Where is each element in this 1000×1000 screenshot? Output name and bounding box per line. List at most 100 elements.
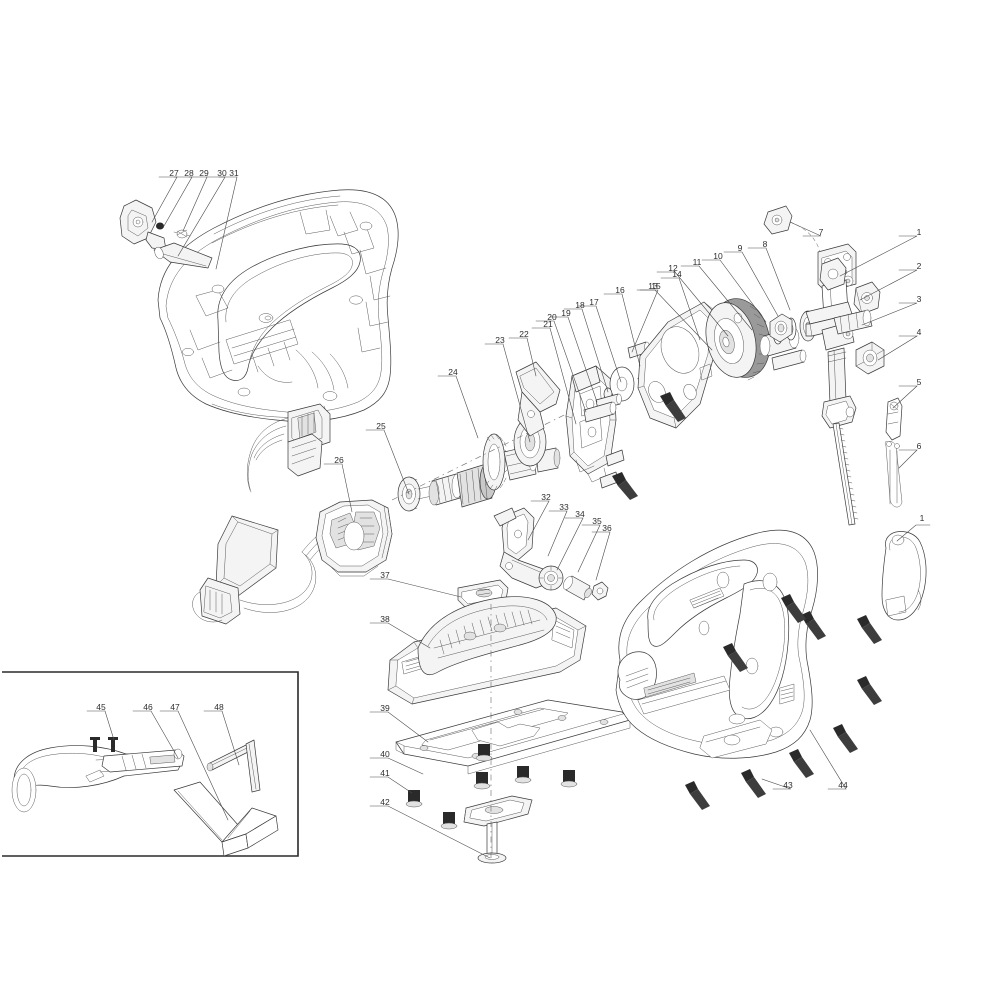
- callout-label-40: 40: [380, 749, 390, 759]
- callout-label-32: 32: [541, 492, 551, 502]
- leader-line-25: [365, 429, 410, 495]
- leader-line-38: [369, 622, 431, 649]
- callout-label-8: 8: [763, 239, 768, 249]
- leader-line-28: [163, 176, 193, 227]
- callout-44: 44: [809, 729, 848, 790]
- callout-label-6: 6: [917, 441, 922, 451]
- leader-line-26: [323, 463, 353, 513]
- callout-39: 39: [369, 703, 429, 743]
- leader-line-47: [159, 710, 229, 821]
- roller-lever-assembly: [119, 199, 213, 269]
- callout-label-19: 19: [561, 308, 571, 318]
- callout-label-10: 10: [713, 251, 723, 261]
- housing-screw-2: [801, 611, 826, 640]
- callout-label-3: 3: [917, 294, 922, 304]
- callout-3: 3: [861, 294, 922, 326]
- leader-line-31: [215, 176, 238, 270]
- leader-line-20: [535, 320, 587, 413]
- callout-label-34: 34: [575, 509, 585, 519]
- leader-line-1: [839, 235, 918, 277]
- callout-1: 1: [839, 227, 922, 277]
- callout-label-13: 13: [648, 281, 658, 291]
- housing-screw-9: [781, 594, 806, 623]
- leader-line-11: [680, 265, 753, 331]
- blade-clamp-plate: [763, 205, 793, 235]
- callout-2: 2: [859, 261, 922, 301]
- callout-label-15: 15: [651, 281, 661, 291]
- callout-layer: 1234567891011121314151617181920212223242…: [86, 168, 922, 859]
- leader-line-2: [859, 269, 918, 301]
- callout-label-14: 14: [672, 269, 682, 279]
- leader-line-7: [789, 221, 822, 237]
- callout-17: 17: [577, 297, 622, 383]
- clamp-plate-dash: [789, 221, 821, 253]
- housing-screw-6: [789, 749, 814, 778]
- callout-label-45: 45: [96, 702, 106, 712]
- screw-d: [560, 770, 578, 788]
- callout-label-48: 48: [214, 702, 224, 712]
- callout-25: 25: [365, 421, 410, 495]
- callout-42: 42: [369, 797, 491, 859]
- callout-5: 5: [892, 377, 922, 409]
- bevel-scale-bracket: [387, 596, 587, 705]
- leader-line-5: [892, 385, 918, 409]
- leader-line-29: [182, 176, 208, 232]
- gearbox-plate-screw: [660, 392, 686, 422]
- callout-label-35: 35: [592, 516, 602, 526]
- callout-36: 36: [591, 523, 612, 581]
- callout-label-4: 4: [917, 327, 922, 337]
- leader-line-22: [508, 337, 537, 377]
- callout-22: 22: [508, 329, 537, 377]
- inset-screw-2: [108, 737, 118, 752]
- callout-6: 6: [898, 441, 922, 469]
- callout-label-12: 12: [668, 263, 678, 273]
- screw-c: [514, 766, 532, 784]
- callout-label-25: 25: [376, 421, 386, 431]
- blade-guard-cover: [881, 531, 927, 621]
- callout-label-22: 22: [519, 329, 529, 339]
- callout-4: 4: [877, 327, 922, 361]
- housing-screw-3: [857, 615, 882, 644]
- leader-line-6: [898, 449, 918, 469]
- callout-label-31: 31: [229, 168, 239, 178]
- callout-label-38: 38: [380, 614, 390, 624]
- blade-guard-callout: 1: [896, 513, 931, 542]
- callout-label-guard: 1: [920, 513, 925, 523]
- callout-label-28: 28: [184, 168, 194, 178]
- leader-line-48: [203, 710, 240, 766]
- orbital-link-assembly: [493, 507, 609, 601]
- callout-38: 38: [369, 614, 431, 649]
- base-shoe-plate: [395, 699, 631, 775]
- screw-a: [475, 744, 493, 762]
- callout-label-33: 33: [559, 502, 569, 512]
- callout-label-46: 46: [143, 702, 153, 712]
- callout-47: 47: [159, 702, 229, 821]
- callout-label-43: 43: [783, 780, 793, 790]
- callout-9: 9: [723, 243, 779, 317]
- leader-line-39: [369, 711, 429, 743]
- callout-label-17: 17: [589, 297, 599, 307]
- callout-24: 24: [437, 367, 479, 439]
- callout-label-20: 20: [547, 312, 557, 322]
- callout-label-29: 29: [199, 168, 209, 178]
- callout-label-37: 37: [380, 570, 390, 580]
- callout-label-11: 11: [693, 257, 702, 267]
- callout-label-9: 9: [738, 243, 743, 253]
- leader-line-10: [701, 259, 767, 323]
- callout-label-5: 5: [917, 377, 922, 387]
- leader-line-46: [132, 710, 179, 759]
- callout-label-21: 21: [543, 319, 553, 329]
- callout-41: 41: [369, 768, 413, 794]
- leader-line-44: [809, 729, 847, 790]
- callout-label-7: 7: [819, 227, 824, 237]
- callout-18: 18: [563, 300, 609, 393]
- callout-label-2: 2: [917, 261, 922, 271]
- callout-label-26: 26: [334, 455, 344, 465]
- inset-frame: [2, 671, 299, 857]
- right-housing-shell: [615, 529, 818, 759]
- leader-line-4: [877, 335, 919, 361]
- callout-46: 46: [132, 702, 179, 759]
- leader-line-17: [577, 305, 622, 383]
